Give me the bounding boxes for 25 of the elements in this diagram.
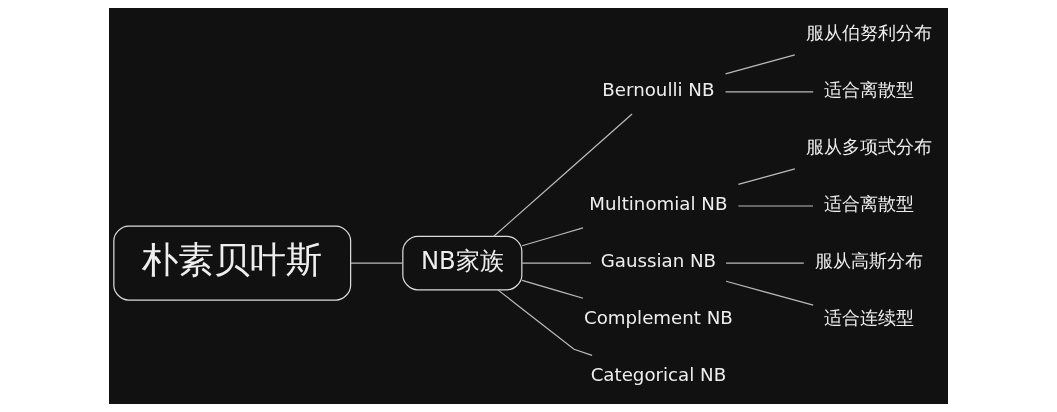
connector	[725, 262, 805, 264]
node-text: 服从伯努利分布	[806, 22, 933, 44]
node-text: 服从高斯分布	[815, 250, 924, 272]
connector	[724, 54, 796, 75]
connector	[724, 91, 814, 93]
node-text: Multinomial NB	[589, 193, 728, 215]
connector	[521, 227, 584, 247]
node-text: 服从多项式分布	[806, 136, 933, 158]
connector	[521, 279, 584, 299]
connector	[493, 113, 633, 237]
node-text: Complement NB	[583, 307, 733, 329]
connector	[725, 280, 814, 306]
node-box: 朴素贝叶斯	[113, 225, 352, 301]
connector	[350, 262, 403, 264]
node-text: Gaussian NB	[600, 250, 717, 272]
node-text: Categorical NB	[590, 364, 727, 386]
connector	[521, 262, 592, 264]
node-text: 适合连续型	[824, 307, 915, 329]
node-text: 适合离散型	[824, 193, 915, 215]
node-text: 适合离散型	[824, 79, 915, 101]
connector	[737, 168, 796, 186]
connector	[497, 289, 593, 356]
node-box: NB家族	[402, 235, 523, 291]
node-text: Bernoulli NB	[602, 79, 715, 101]
connector	[737, 205, 814, 207]
